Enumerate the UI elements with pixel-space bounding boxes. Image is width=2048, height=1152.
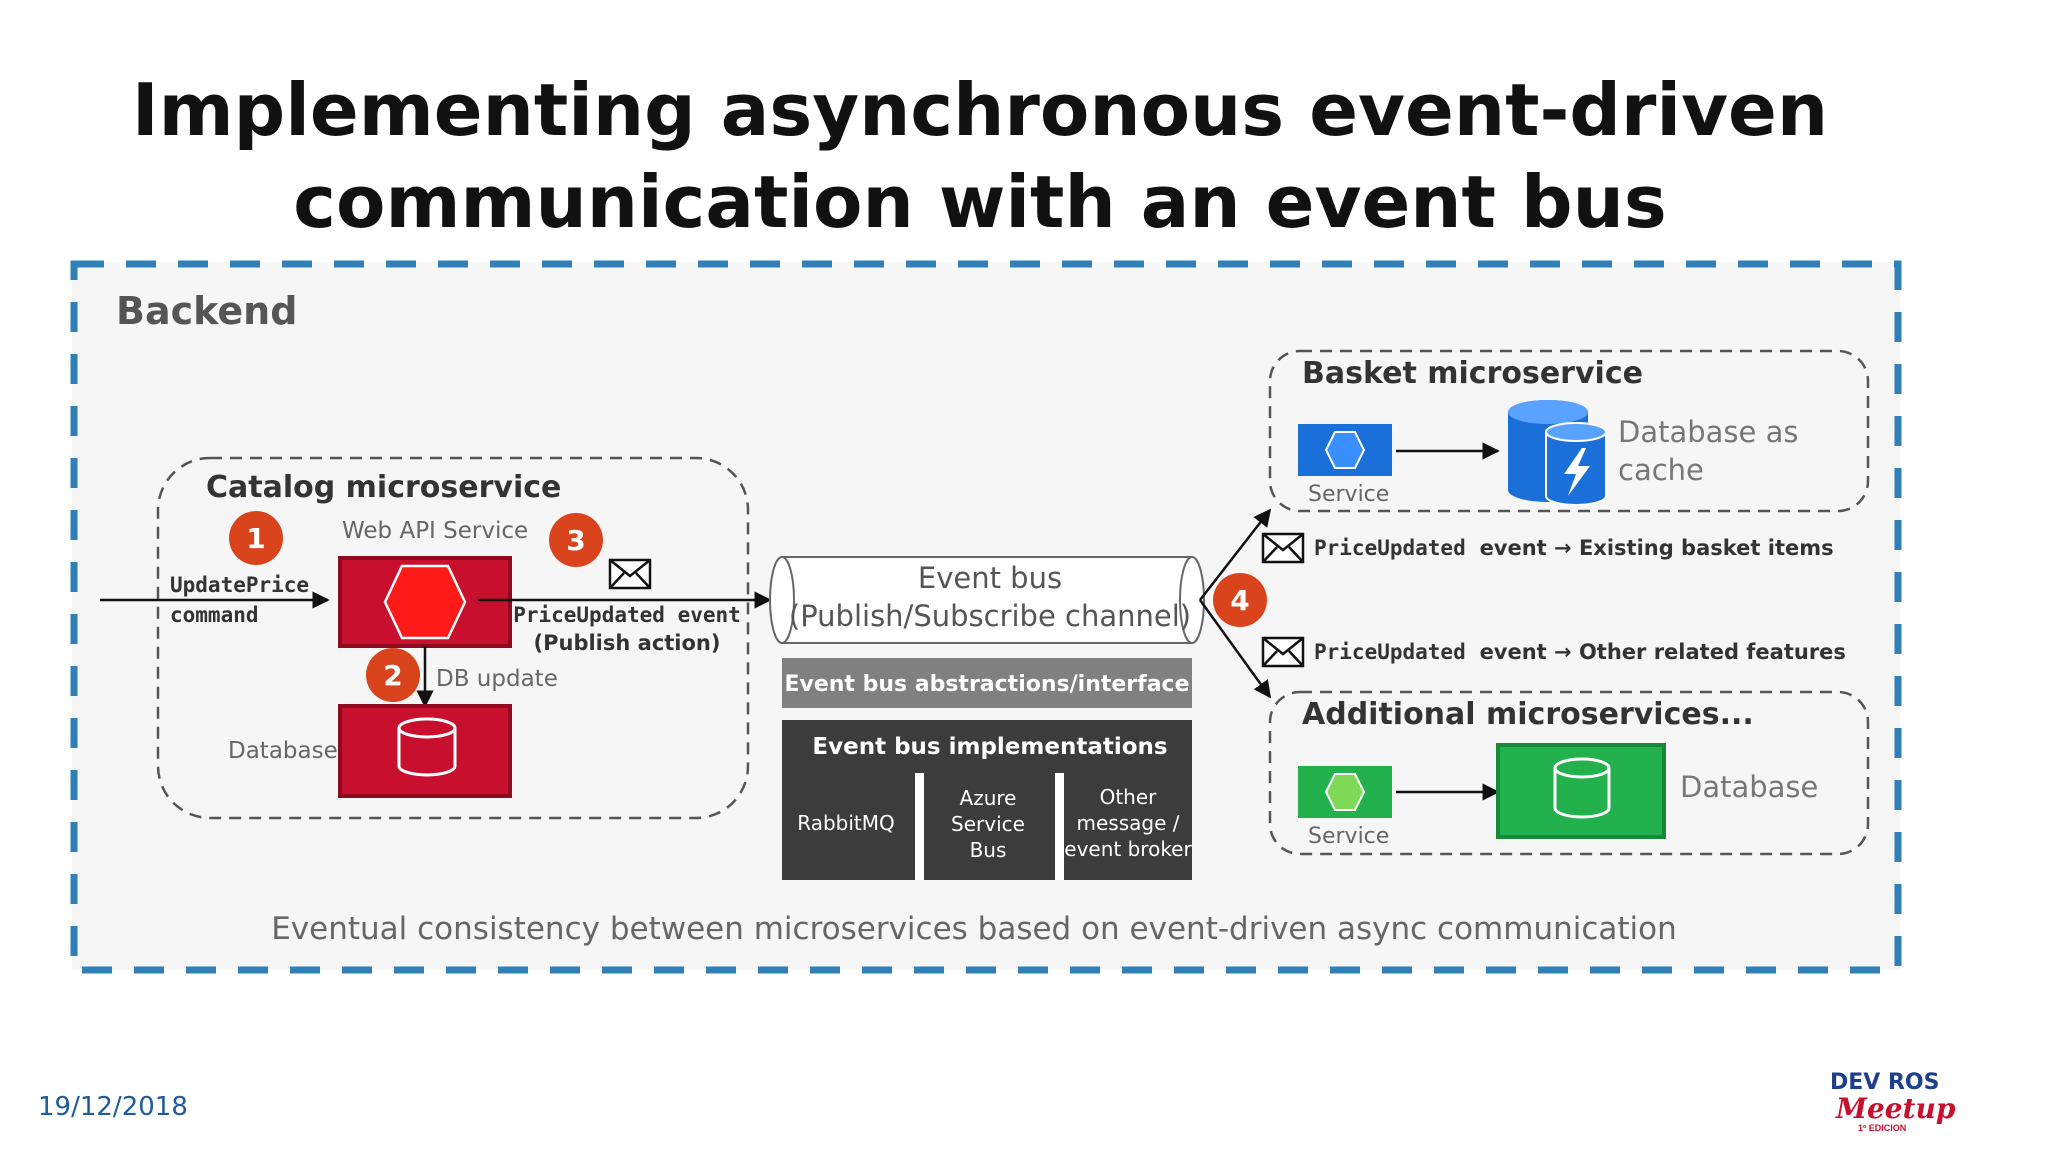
- page-title: Implementing asynchronous event-driven c…: [0, 64, 1960, 248]
- basket-service-label: Service: [1308, 482, 1389, 507]
- step-3-number: 3: [566, 524, 585, 557]
- additional-event-text: PriceUpdated event → Other related featu…: [1314, 640, 1846, 664]
- basket-db-label-1: Database as: [1618, 415, 1798, 449]
- logo-meetup-text: Meetup: [1836, 1092, 1956, 1125]
- logo-edition-text: 1º EDICION: [1858, 1123, 1907, 1133]
- subscribe-arrow-additional: [1198, 599, 1272, 699]
- footer-date: 19/12/2018: [38, 1092, 188, 1122]
- title-line-2: communication with an event bus: [293, 160, 1667, 244]
- step-4-badge: [1213, 573, 1267, 627]
- event-bus-implementations-box: [782, 720, 1192, 880]
- event-bus-title: Event bus: [918, 561, 1062, 595]
- catalog-database-box: [338, 704, 512, 798]
- step-2-number: 2: [383, 659, 402, 692]
- event-bus-abstractions-label: Event bus abstractions/interface: [784, 672, 1189, 697]
- additional-db-label: Database: [1680, 770, 1818, 804]
- event-bus-implementations-label: Event bus implementations: [812, 734, 1167, 760]
- publish-event-text: PriceUpdated event: [513, 603, 741, 627]
- additional-title: Additional microservices...: [1302, 697, 1754, 732]
- diagram-caption: Eventual consistency between microservic…: [271, 911, 1677, 947]
- azure-label-2: Service: [951, 812, 1025, 836]
- additional-service-hexagon-icon: [1324, 773, 1366, 811]
- backend-label: Backend: [116, 289, 297, 333]
- backend-border: [70, 260, 1902, 974]
- basket-cache-database-icon: [1508, 400, 1607, 506]
- command-text-1: UpdatePrice: [170, 573, 309, 597]
- basket-service-hexagon-icon: [1324, 431, 1366, 469]
- web-api-hexagon-icon: [383, 564, 467, 640]
- basket-title: Basket microservice: [1302, 356, 1643, 391]
- title-line-1: Implementing asynchronous event-driven: [131, 68, 1829, 152]
- catalog-database-label: Database: [228, 738, 338, 764]
- impl-divider-2: [1055, 773, 1064, 880]
- additional-container: [1268, 690, 1870, 856]
- other-label-1: Other: [1100, 785, 1158, 809]
- db-update-label: DB update: [436, 666, 558, 692]
- other-label-2: message /: [1077, 811, 1180, 835]
- subscribe-arrow-basket: [1199, 508, 1272, 601]
- step-3-badge: [549, 513, 603, 567]
- other-label-3: event broker: [1064, 837, 1192, 861]
- azure-label-1: Azure: [960, 786, 1017, 810]
- additional-event-name: PriceUpdated: [1314, 640, 1466, 664]
- basket-event-name: PriceUpdated: [1314, 536, 1466, 560]
- catalog-container: [156, 456, 750, 820]
- step-1-badge: [229, 511, 283, 565]
- basket-event-description: event → Existing basket items: [1480, 536, 1834, 560]
- devros-meetup-logo: DEV ROS Meetup 1º EDICION: [1830, 1070, 1970, 1144]
- additional-service-label: Service: [1308, 824, 1389, 849]
- basket-event-text: PriceUpdated event → Existing basket ite…: [1314, 536, 1834, 560]
- step-4-number: 4: [1230, 584, 1249, 617]
- publish-envelope-icon: [608, 558, 652, 590]
- additional-envelope-icon: [1261, 636, 1305, 668]
- rabbitmq-label: RabbitMQ: [797, 811, 895, 835]
- basket-container: [1268, 349, 1870, 513]
- additional-event-description: event → Other related features: [1480, 640, 1846, 664]
- event-bus-subtitle: (Publish/Subscribe channel): [789, 599, 1191, 633]
- event-bus-cylinder: [769, 556, 1205, 644]
- basket-envelope-icon: [1261, 532, 1305, 564]
- impl-divider-1: [915, 773, 924, 880]
- step-1-number: 1: [246, 522, 265, 555]
- publish-action-text: (Publish action): [534, 631, 721, 655]
- web-api-label: Web API Service: [342, 518, 528, 544]
- logo-top-text: DEV ROS: [1830, 1070, 1940, 1095]
- basket-db-label-2: cache: [1618, 453, 1704, 487]
- catalog-database-icon: [397, 717, 457, 777]
- event-bus-abstractions-box: [782, 658, 1192, 708]
- step-2-badge: [366, 648, 420, 702]
- azure-label-3: Bus: [970, 838, 1007, 862]
- command-text-2: command: [170, 603, 259, 627]
- additional-database-icon: [1553, 757, 1611, 819]
- catalog-title: Catalog microservice: [206, 470, 561, 505]
